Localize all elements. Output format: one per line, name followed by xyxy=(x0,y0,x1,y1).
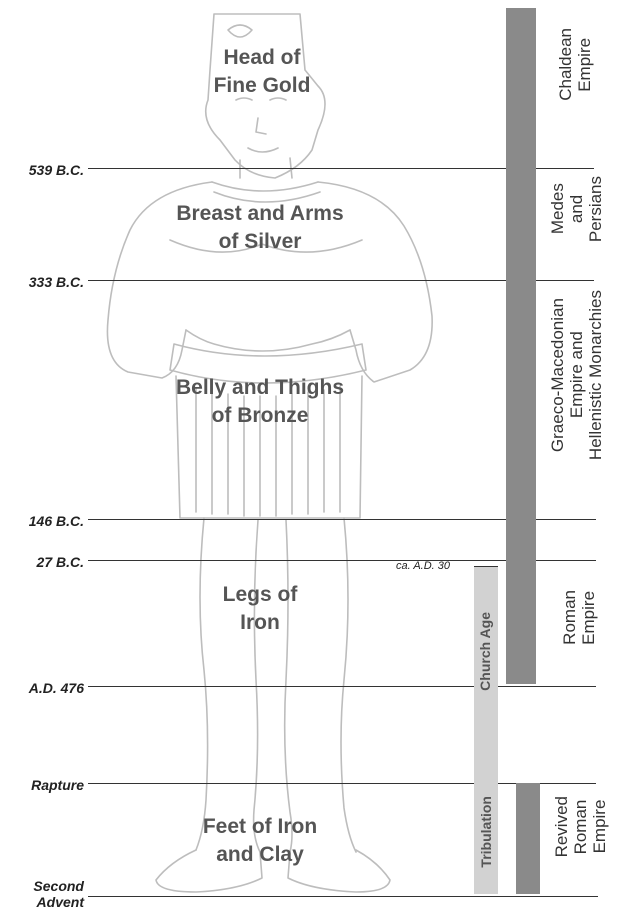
church-start-label: ca. A.D. 30 xyxy=(396,560,450,572)
church-age-label: Church Age xyxy=(476,612,494,691)
empire-revived-roman: Revived Roman Empire xyxy=(552,796,609,857)
empire-medes-persians: Medes and Persians xyxy=(548,176,605,242)
date-333bc: 333 B.C. xyxy=(6,275,84,290)
date-second-advent: Second Advent xyxy=(6,878,84,910)
empire-chaldean: Chaldean Empire xyxy=(556,28,594,101)
label-head-gold: Head of Fine Gold xyxy=(132,44,392,100)
label-breast-silver: Breast and Arms of Silver xyxy=(130,200,390,256)
empire-roman: Roman Empire xyxy=(560,590,598,645)
date-ad476: A.D. 476 xyxy=(6,681,84,696)
empire-bar-main xyxy=(506,8,536,684)
label-feet-iron-clay: Feet of Iron and Clay xyxy=(130,813,390,869)
date-27bc: 27 B.C. xyxy=(6,555,84,570)
divider-second-advent xyxy=(88,896,598,897)
empire-graeco-macedonian: Graeco-Macedonian Empire and Hellenistic… xyxy=(548,290,605,460)
church-start-tick xyxy=(474,566,498,567)
date-rapture: Rapture xyxy=(6,778,84,793)
label-legs-iron: Legs of Iron xyxy=(130,581,390,637)
tribulation-label: Tribulation xyxy=(477,796,495,868)
divider-ad476 xyxy=(88,686,596,687)
label-belly-bronze: Belly and Thighs of Bronze xyxy=(130,374,390,430)
date-539bc: 539 B.C. xyxy=(6,163,84,178)
empire-bar-revived xyxy=(516,783,540,894)
date-146bc: 146 B.C. xyxy=(6,514,84,529)
